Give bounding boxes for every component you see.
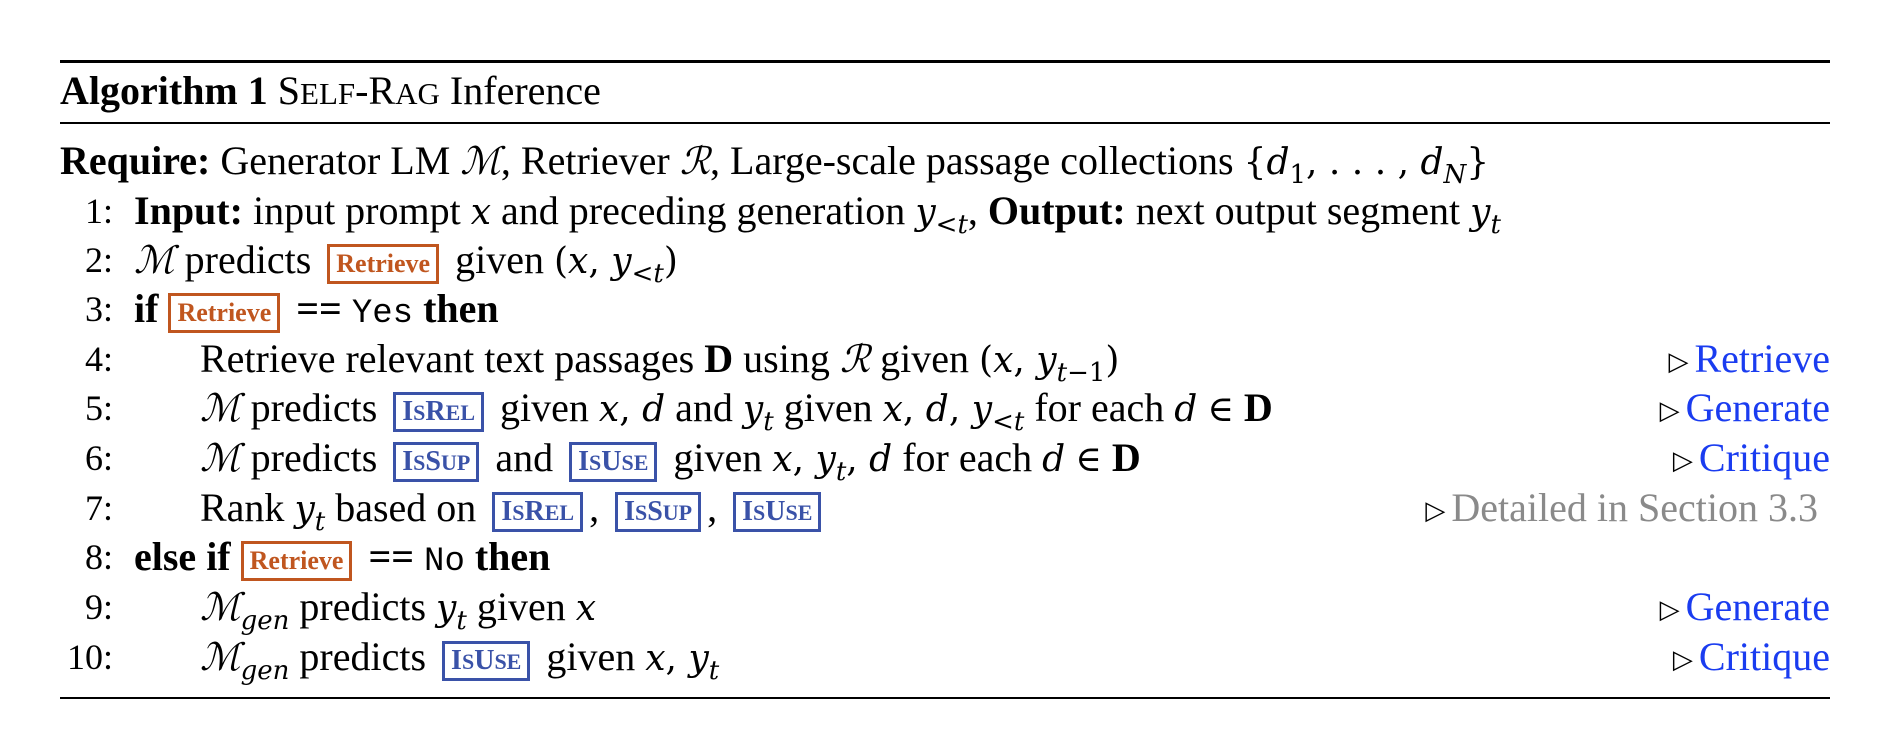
line-number: 1: xyxy=(84,191,113,231)
isuse-token: ISUSE xyxy=(569,441,658,482)
issup-token: ISSUP xyxy=(393,441,480,482)
line-text: given xyxy=(476,584,566,629)
comment-text: Critique xyxy=(1698,634,1830,679)
then-keyword: then xyxy=(474,534,551,579)
line-1: 1: Input: input prompt x and preceding g… xyxy=(84,188,1501,240)
issup-token: ISSUP xyxy=(615,491,702,532)
comment-triangle-icon: ▷ xyxy=(1668,347,1689,377)
then-keyword: then xyxy=(423,286,499,331)
if-keyword: if xyxy=(134,286,159,331)
line-text: given xyxy=(673,435,763,480)
line-text: given xyxy=(455,237,544,282)
line-text: Rank xyxy=(200,485,285,530)
top-rule xyxy=(60,60,1830,63)
comment-triangle-icon: ▷ xyxy=(1672,446,1693,476)
comment-text: Retrieve xyxy=(1694,336,1831,381)
line-number: 8: xyxy=(84,537,113,577)
line-text: for each xyxy=(902,435,1033,480)
line-number: 9: xyxy=(84,587,113,627)
line-5: 5: ℳ predicts ISREL given x, d and yt gi… xyxy=(84,383,1830,437)
isrel-token: ISREL xyxy=(492,491,584,532)
line-number: 4: xyxy=(84,339,113,379)
require-line: Require: Generator LM ℳ, Retriever ℛ, La… xyxy=(60,138,1490,190)
title-rule xyxy=(60,122,1830,124)
line-text: based on xyxy=(335,485,477,530)
line-text: and xyxy=(675,385,733,430)
line-text: using xyxy=(743,336,830,381)
comment-triangle-icon: ▷ xyxy=(1672,645,1693,675)
line-text: Retrieve relevant text passages xyxy=(200,336,695,381)
line-7: 7: Rank yt based on ISREL, ISSUP, ISUSE … xyxy=(84,483,1818,537)
algorithm-name-suffix: Inference xyxy=(449,68,601,113)
else-if-keyword: else if xyxy=(134,534,231,579)
line-text: next output segment xyxy=(1135,188,1461,233)
line-10: 10: ℳgen predicts ISUSE given x, yt ▷Cri… xyxy=(66,632,1830,686)
comment: ▷Critique xyxy=(1673,433,1830,486)
line-4: 4: Retrieve relevant text passages D usi… xyxy=(84,334,1831,388)
line-3: 3: if Retrieve == Yes then xyxy=(0,284,1898,334)
comment: ▷Generate xyxy=(1660,383,1830,436)
require-text-3: , Large-scale passage collections xyxy=(710,138,1234,183)
isuse-token: ISUSE xyxy=(442,640,531,681)
line-number: 5: xyxy=(84,388,113,428)
isrel-token: ISREL xyxy=(393,391,485,432)
algorithm-label: Algorithm 1 xyxy=(60,68,268,113)
line-number: 3: xyxy=(84,289,113,329)
comment-text: Generate xyxy=(1685,385,1830,430)
line-text: and preceding generation xyxy=(501,188,906,233)
line-text: for each xyxy=(1034,385,1165,430)
isuse-token: ISUSE xyxy=(733,491,822,532)
line-text: predicts xyxy=(299,584,427,629)
comment: ▷Detailed in Section 3.3 xyxy=(1425,483,1818,536)
retrieve-token: Retrieve xyxy=(240,540,353,581)
line-text: and xyxy=(495,435,554,480)
comment: ▷Retrieve xyxy=(1669,334,1831,387)
yes-value: Yes xyxy=(351,295,414,333)
line-text: given xyxy=(500,385,589,430)
line-text: predicts xyxy=(250,435,378,480)
comment-text: Critique xyxy=(1698,435,1830,480)
comment: ▷Generate xyxy=(1660,582,1830,635)
line-number: 7: xyxy=(84,488,113,528)
comment-text: Detailed in Section 3.3 xyxy=(1451,485,1818,530)
line-text: input prompt xyxy=(252,188,461,233)
line-number: 6: xyxy=(84,438,113,478)
line-text: predicts xyxy=(250,385,378,430)
line-text: given xyxy=(880,336,970,381)
comment-text: Generate xyxy=(1685,584,1830,629)
line-number: 2: xyxy=(84,240,113,280)
comment-triangle-icon: ▷ xyxy=(1425,496,1446,526)
line-8: 8: else if Retrieve == No then xyxy=(0,532,1898,582)
require-text-2: , Retriever xyxy=(500,138,670,183)
comment: ▷Critique xyxy=(1673,632,1830,685)
require-text: Generator LM xyxy=(220,138,451,183)
line-text: given xyxy=(783,385,873,430)
equals-operator: == xyxy=(296,286,342,331)
line-2: 2: ℳ predicts Retrieve given (x, y<t) xyxy=(84,237,678,289)
comment-triangle-icon: ▷ xyxy=(1659,595,1680,625)
comment-triangle-icon: ▷ xyxy=(1659,396,1680,426)
no-value: No xyxy=(424,543,465,581)
input-keyword: Input: xyxy=(134,188,243,233)
line-number: 10: xyxy=(66,637,113,677)
algorithm-name: SELF-RAG xyxy=(277,68,440,113)
retrieve-token: Retrieve xyxy=(168,292,281,333)
bottom-rule xyxy=(60,697,1830,699)
line-text: predicts xyxy=(299,634,427,679)
output-keyword: Output: xyxy=(987,188,1126,233)
line-text: predicts xyxy=(184,237,312,282)
line-9: 9: ℳgen predicts yt given x ▷Generate xyxy=(84,582,1830,636)
line-6: 6: ℳ predicts ISSUP and ISUSE given x, y… xyxy=(84,433,1830,487)
retrieve-token: Retrieve xyxy=(327,243,440,284)
equals-operator: == xyxy=(368,534,415,579)
algorithm-title: Algorithm 1 SELF-RAG Inference xyxy=(60,66,601,119)
line-text: given xyxy=(546,634,636,679)
require-keyword: Require: xyxy=(60,138,211,183)
